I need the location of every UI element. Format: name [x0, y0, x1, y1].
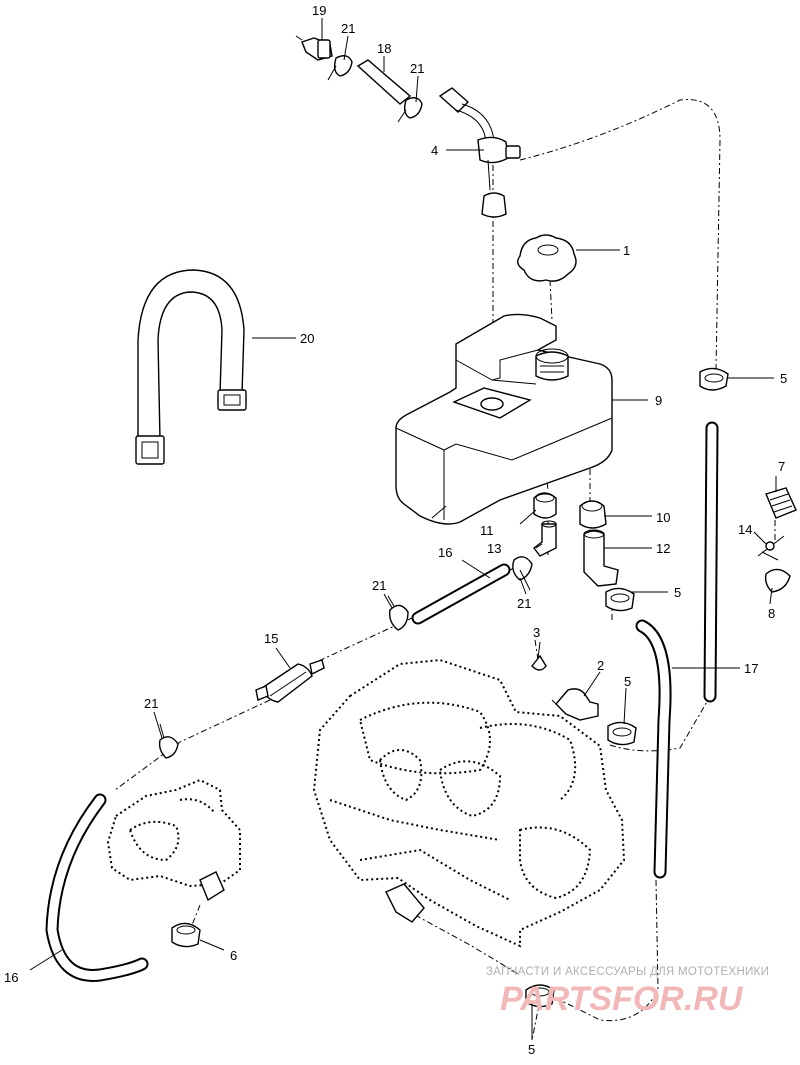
- tank-strap[interactable]: [135, 269, 247, 465]
- leader-lines: [29, 18, 777, 1040]
- callout-15[interactable]: 15: [264, 631, 278, 646]
- callout-21-vent[interactable]: 21: [410, 61, 424, 76]
- oil-tank[interactable]: [395, 313, 613, 525]
- callout-8[interactable]: 8: [768, 606, 775, 621]
- clamp-5-bottom[interactable]: [525, 984, 555, 1008]
- callout-16-upper[interactable]: 16: [438, 545, 452, 560]
- elbow-fitting-12[interactable]: [583, 529, 619, 587]
- watermark: ЗАПЧАСТИ И АКСЕССУАРЫ ДЛЯ МОТОТЕХНИКИ PA…: [486, 966, 769, 1018]
- grommet-10[interactable]: [579, 500, 607, 529]
- callout-4[interactable]: 4: [431, 143, 438, 158]
- callout-1[interactable]: 1: [623, 243, 630, 258]
- callouts: 19 21 18 21 4 1 20 5 9 7 10 11 14 13 12 …: [4, 3, 787, 1057]
- grommet-11[interactable]: [533, 492, 557, 519]
- callout-13[interactable]: 13: [487, 541, 501, 556]
- callout-17[interactable]: 17: [744, 661, 758, 676]
- callout-12[interactable]: 12: [656, 541, 670, 556]
- engine-outline: [312, 658, 626, 948]
- callout-21-mid[interactable]: 21: [517, 596, 531, 611]
- elbow-fitting-13[interactable]: [533, 520, 557, 557]
- callout-18[interactable]: 18: [377, 41, 391, 56]
- hose-16-upper[interactable]: [411, 563, 511, 625]
- callout-3[interactable]: 3: [533, 625, 540, 640]
- routing-lines: [114, 99, 776, 1041]
- clamp-5-elbow[interactable]: [605, 587, 635, 612]
- clamp-5-top[interactable]: [699, 367, 729, 391]
- callout-16-lower[interactable]: 16: [4, 970, 18, 985]
- vent-assembly[interactable]: [295, 35, 521, 218]
- callout-11[interactable]: 11: [480, 523, 494, 538]
- bleed-screw-3[interactable]: [531, 654, 547, 671]
- elbow-fitting-2[interactable]: [551, 688, 599, 721]
- oil-pump-outline: [106, 778, 241, 902]
- hose-16-lower[interactable]: [45, 793, 149, 982]
- clamp-21-lower-b[interactable]: [512, 556, 533, 591]
- inline-filter[interactable]: [255, 659, 325, 703]
- callout-10[interactable]: 10: [656, 510, 670, 525]
- watermark-brand: PARTSFOR.RU: [500, 980, 744, 1018]
- callout-14[interactable]: 14: [738, 522, 752, 537]
- callout-9[interactable]: 9: [655, 393, 662, 408]
- watermark-tagline: ЗАПЧАСТИ И АКСЕССУАРЫ ДЛЯ МОТОТЕХНИКИ: [486, 966, 769, 978]
- tank-cap[interactable]: [517, 234, 577, 282]
- clamp-5-engine[interactable]: [607, 721, 637, 746]
- callout-21-left[interactable]: 21: [144, 696, 158, 711]
- callout-5-top[interactable]: 5: [780, 371, 787, 386]
- clamp-21-lower-a[interactable]: [387, 595, 409, 631]
- clip-8[interactable]: [764, 568, 791, 593]
- callout-20[interactable]: 20: [300, 331, 314, 346]
- callout-19[interactable]: 19: [312, 3, 326, 18]
- callout-5-elbow[interactable]: 5: [674, 585, 681, 600]
- callout-2[interactable]: 2: [597, 658, 604, 673]
- callout-6[interactable]: 6: [230, 948, 237, 963]
- callout-21-top[interactable]: 21: [341, 21, 355, 36]
- clamp-6[interactable]: [171, 922, 201, 948]
- retainer-7[interactable]: [765, 487, 797, 519]
- callout-7[interactable]: 7: [778, 459, 785, 474]
- callout-21-right[interactable]: 21: [372, 578, 386, 593]
- tie-14[interactable]: [757, 535, 785, 561]
- hose-17-curved[interactable]: [635, 619, 672, 879]
- callout-5-bottom[interactable]: 5: [528, 1042, 535, 1057]
- clamp-21-filter[interactable]: [158, 723, 179, 759]
- hose-17-vertical[interactable]: [703, 421, 719, 703]
- callout-5-engine[interactable]: 5: [624, 674, 631, 689]
